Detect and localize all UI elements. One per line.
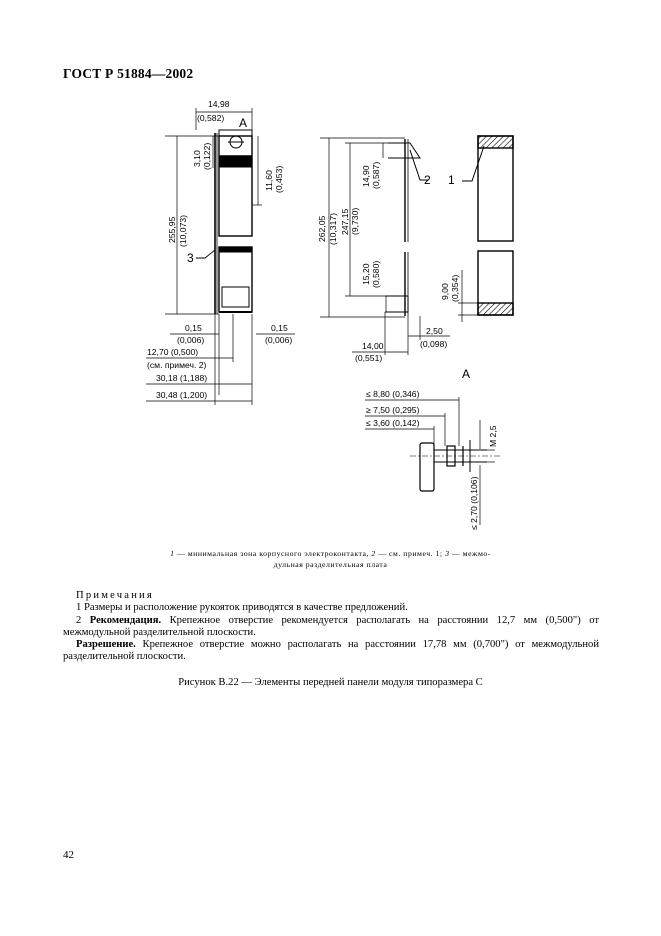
dim-0-453: (0,453) bbox=[274, 166, 284, 193]
dim-9-730: (9,730) bbox=[350, 208, 360, 235]
dim-247-15: 247,15 bbox=[340, 208, 350, 235]
note-3-text: Крепежное отверстие можно располагать на… bbox=[63, 639, 599, 663]
technical-drawing: 14,98 (0,582) А 3,10 (0,122) 11,60 (0,45… bbox=[146, 99, 514, 530]
dim-10-073: (10,073) bbox=[178, 215, 188, 247]
left-view bbox=[146, 108, 295, 405]
dim-0-098: (0,098) bbox=[420, 339, 447, 349]
view-a-title: А bbox=[462, 367, 470, 381]
dim-15-20: 15,20 bbox=[361, 263, 371, 285]
dim-9-00: 9,00 bbox=[440, 283, 450, 300]
note-3-bold: Разрешение. bbox=[76, 639, 136, 651]
dim-30-48: 30,48 (1,200) bbox=[156, 390, 207, 400]
dim-le-8-80: ≤ 8,80 (0,346) bbox=[366, 389, 420, 399]
note-1: 1 Размеры и расположение рукояток привод… bbox=[76, 602, 408, 614]
note-2-text: Крепежное отверстие рекомендуется распол… bbox=[63, 614, 600, 638]
dim-14-00: 14,00 bbox=[362, 341, 384, 351]
figure-legend: 1 — минимальная зона корпусного электрок… bbox=[120, 548, 541, 570]
dim-0-15-right: 0,15 bbox=[271, 323, 288, 333]
view-a-detail bbox=[365, 397, 500, 525]
document-header: ГОСТ Р 51884—2002 bbox=[63, 66, 194, 81]
dim-0-006-left: (0,006) bbox=[177, 335, 204, 345]
dim-0-006-right: (0,006) bbox=[265, 335, 292, 345]
dim-note-2: (см. примеч. 2) bbox=[147, 360, 207, 370]
view-label-a-marker: А bbox=[239, 116, 247, 130]
label-3: 3 bbox=[187, 251, 194, 265]
dim-2-50: 2,50 bbox=[426, 326, 443, 336]
dim-14-98: 14,98 bbox=[208, 99, 230, 109]
legend-text-1: — минимальная зона корпусного электрокон… bbox=[174, 549, 372, 558]
figure-caption: Рисунок В.22 — Элементы передней панели … bbox=[178, 677, 483, 688]
dim-m2-5: M 2,5 bbox=[488, 425, 498, 447]
right-view bbox=[458, 135, 514, 322]
dim-3-10: 3,10 bbox=[192, 150, 202, 167]
dim-0-582: (0,582) bbox=[197, 113, 224, 123]
dim-11-60: 11,60 bbox=[264, 170, 274, 191]
dim-0-122: (0,122) bbox=[202, 143, 212, 170]
legend-num-1: 1 bbox=[170, 549, 175, 558]
dim-0-580: (0,580) bbox=[371, 261, 381, 288]
page-number: 42 bbox=[63, 849, 74, 861]
dim-0-551: (0,551) bbox=[355, 353, 382, 363]
dim-le-3-60: ≤ 3,60 (0,142) bbox=[366, 418, 420, 428]
middle-view bbox=[320, 137, 450, 355]
dim-255-95: 255,95 bbox=[167, 216, 177, 243]
legend-text-3: — межмо- bbox=[449, 549, 491, 558]
legend-text-2: — см. примеч. 1; bbox=[375, 549, 446, 558]
dim-262-05: 262,05 bbox=[317, 215, 327, 242]
note-2-number: 2 bbox=[76, 614, 90, 626]
dim-10-317: (10,317) bbox=[328, 213, 338, 245]
legend-line-2: дульная разделительная плата bbox=[273, 560, 388, 569]
dim-12-70: 12,70 (0,500) bbox=[147, 347, 198, 357]
note-2-bold: Рекомендация. bbox=[89, 614, 162, 626]
label-1: 1 bbox=[448, 173, 455, 187]
label-2: 2 bbox=[424, 173, 431, 187]
dim-ge-7-50: ≥ 7,50 (0,295) bbox=[366, 405, 420, 415]
note-3: Разрешение. Крепежное отверстие можно ра… bbox=[63, 639, 599, 664]
dim-0-15-left: 0,15 bbox=[185, 323, 202, 333]
dim-0-587: (0,587) bbox=[371, 162, 381, 189]
dim-30-18: 30,18 (1,188) bbox=[156, 373, 207, 383]
dim-14-90: 14,90 bbox=[361, 165, 371, 187]
dim-le-2-70: ≤ 2,70 (0,106) bbox=[469, 476, 479, 530]
legend-num-2: 2 bbox=[371, 549, 376, 558]
dim-0-354: (0,354) bbox=[450, 275, 460, 302]
note-2: 2 Рекомендация. Крепежное отверстие реко… bbox=[63, 615, 599, 640]
legend-line-1: 1 — минимальная зона корпусного электрок… bbox=[120, 548, 541, 559]
notes-heading: Примечания bbox=[76, 590, 154, 601]
notes-section: Примечания 1 Размеры и расположение руко… bbox=[63, 590, 599, 664]
legend-num-3: 3 bbox=[445, 549, 450, 558]
